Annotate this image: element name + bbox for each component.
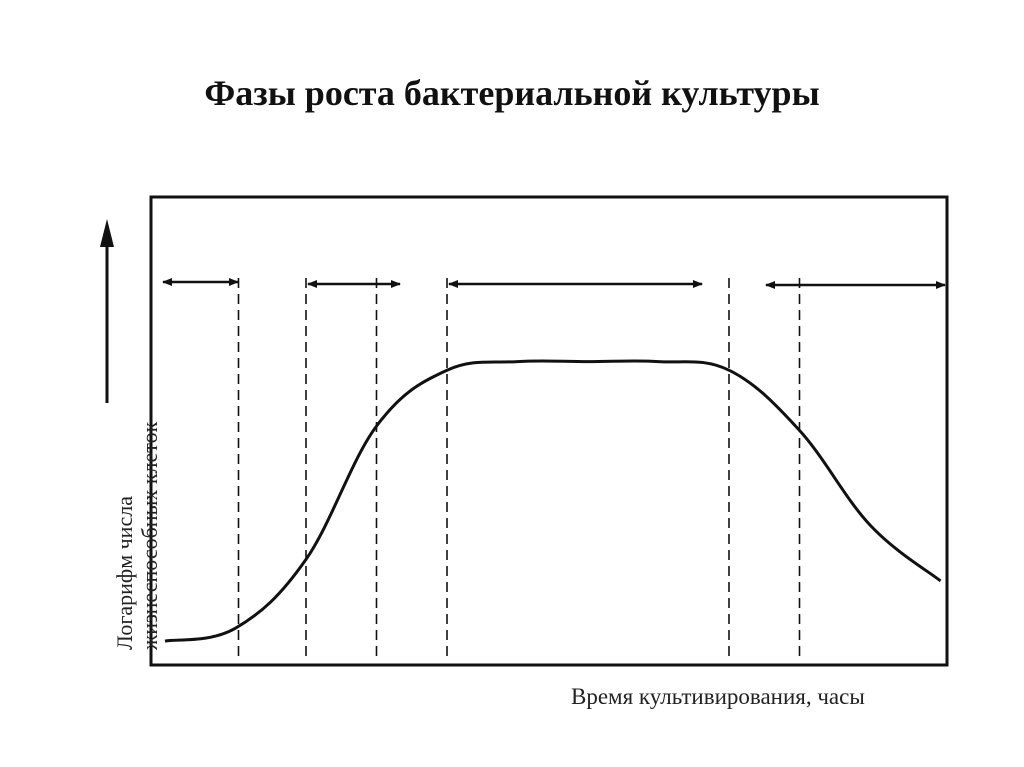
y-axis-label-line1: Логарифм числа	[112, 496, 137, 650]
phase-boundaries	[237, 278, 801, 662]
phase-span-arrows	[162, 278, 946, 289]
y-axis-label: Логарифм числа жизнеспособных клеток	[112, 360, 162, 650]
x-axis-label: Время культивирования, часы	[571, 684, 865, 709]
growth-curve	[164, 359, 942, 643]
y-axis-arrowhead	[100, 219, 114, 247]
plot-frame	[149, 195, 949, 667]
page-title: Фазы роста бактериальной культуры	[204, 73, 820, 113]
y-axis-label-line2: жизнеспособных клеток	[137, 421, 162, 650]
